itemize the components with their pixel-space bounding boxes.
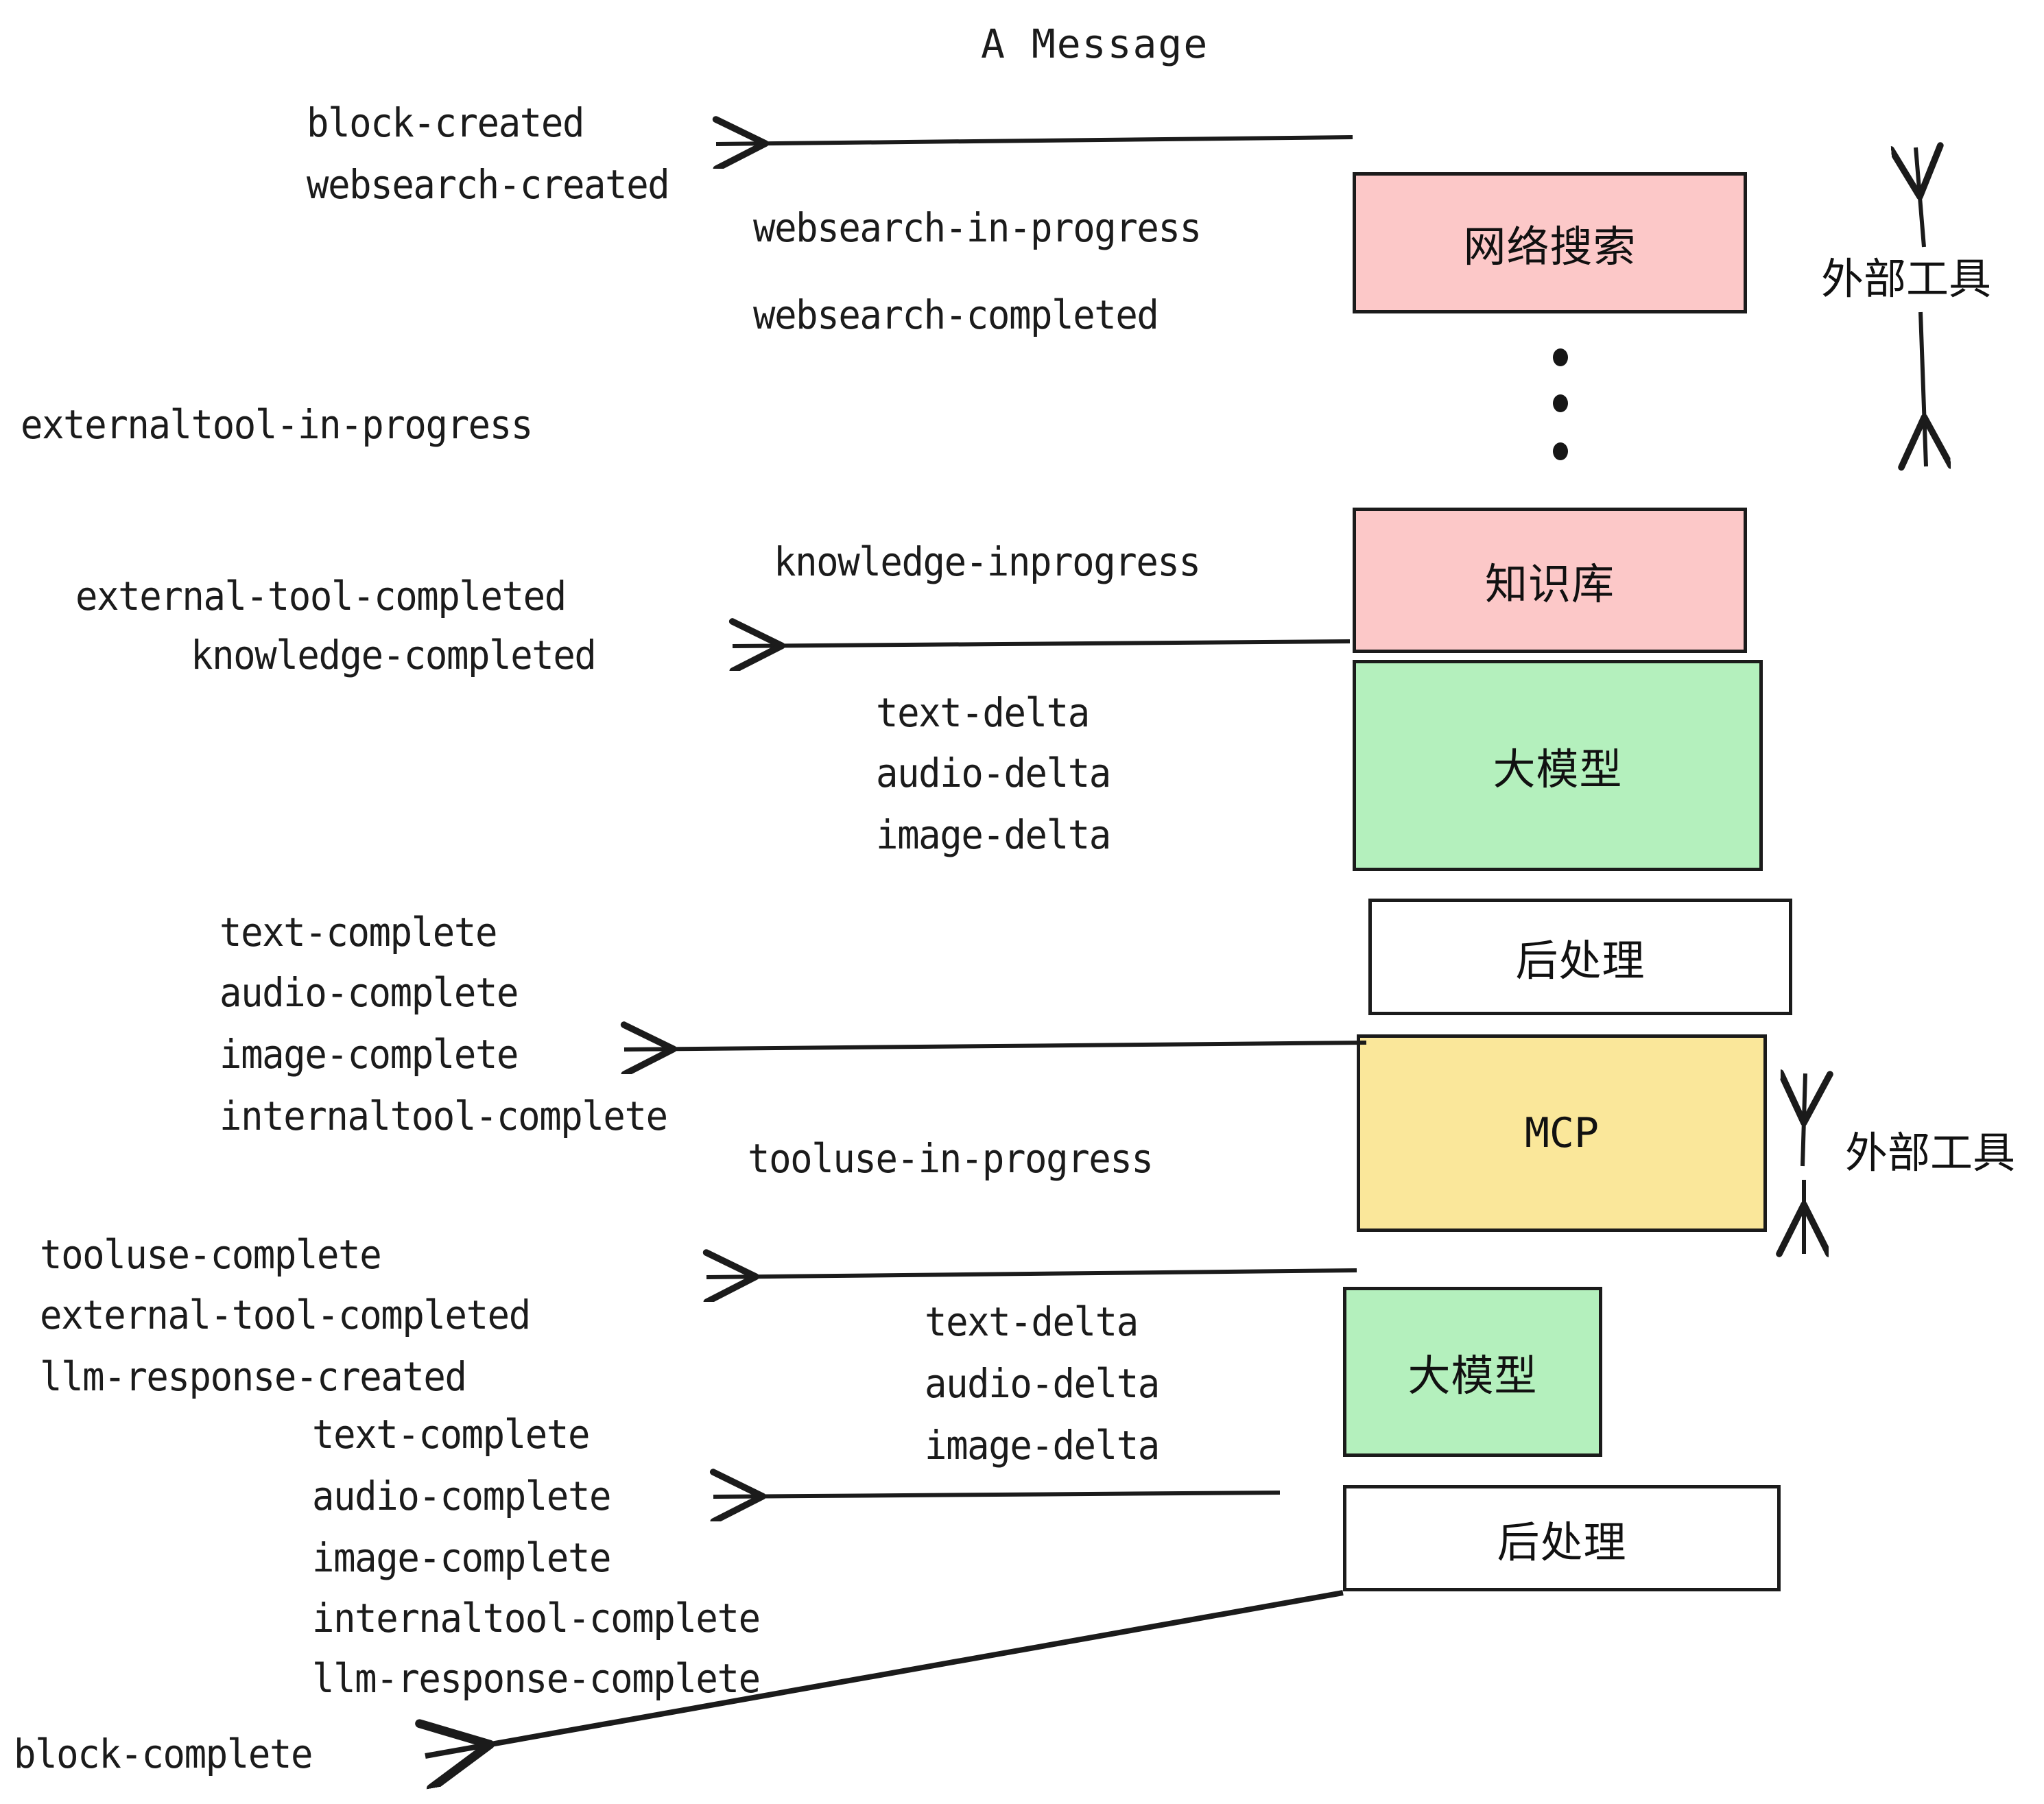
event-internaltool-complete-2: internaltool-complete [312, 1595, 761, 1641]
ellipsis-dot [1553, 348, 1568, 366]
event-audio-complete-1: audio-complete [219, 969, 519, 1016]
event-image-delta-2: image-delta [925, 1422, 1160, 1469]
event-external-tool-completed-1: external-tool-completed [75, 573, 567, 619]
event-image-delta-1: image-delta [876, 811, 1111, 858]
node-llm-1-label: 大模型 [1493, 744, 1623, 794]
arrow-websearch-to-created [716, 137, 1353, 144]
arrow-postprocess1-to-image-complete [624, 1043, 1367, 1049]
node-postprocess-2[interactable]: 后处理 [1343, 1485, 1781, 1591]
event-websearch-created: websearch-created [307, 161, 670, 208]
event-knowledge-completed: knowledge-completed [191, 632, 597, 678]
node-knowledge-label: 知识库 [1484, 559, 1615, 609]
arrow-external-tools-top-down [1921, 311, 1926, 466]
event-text-complete-2: text-complete [312, 1411, 590, 1458]
event-llm-response-created: llm-response-created [40, 1353, 467, 1400]
event-audio-delta-2: audio-delta [925, 1360, 1160, 1407]
event-image-complete-2: image-complete [312, 1534, 612, 1581]
node-mcp-label: MCP [1524, 1109, 1600, 1157]
node-knowledge[interactable]: 知识库 [1353, 508, 1747, 653]
arrow-mcp-to-tooluse-complete [706, 1270, 1357, 1277]
event-tooluse-complete: tooluse-complete [40, 1231, 382, 1278]
node-llm-1[interactable]: 大模型 [1353, 660, 1763, 871]
node-llm-2[interactable]: 大模型 [1343, 1287, 1602, 1457]
page-title: A Message [981, 21, 1209, 67]
side-label-external-tools-top: 外部工具 [1821, 254, 1992, 304]
event-websearch-in-progress: websearch-in-progress [753, 204, 1202, 251]
event-image-complete-1: image-complete [219, 1031, 519, 1078]
event-text-complete-1: text-complete [219, 909, 497, 956]
ellipsis-dot [1553, 394, 1568, 412]
arrow-llm2-to-audio-complete [713, 1493, 1281, 1497]
ellipsis-dot [1553, 442, 1568, 460]
event-block-complete: block-complete [14, 1731, 313, 1777]
node-websearch-label: 网络搜索 [1463, 222, 1637, 272]
node-postprocess-1[interactable]: 后处理 [1368, 899, 1792, 1015]
event-audio-delta-1: audio-delta [876, 750, 1111, 796]
event-externaltool-in-progress: externaltool-in-progress [21, 401, 533, 448]
node-postprocess-1-label: 后处理 [1515, 936, 1645, 986]
event-block-created: block-created [307, 99, 584, 146]
node-websearch[interactable]: 网络搜索 [1353, 172, 1747, 313]
event-audio-complete-2: audio-complete [312, 1473, 612, 1519]
event-tooluse-in-progress: tooluse-in-progress [748, 1135, 1154, 1182]
arrow-external-tools-bottom-up [1803, 1073, 1805, 1167]
node-llm-2-label: 大模型 [1407, 1351, 1538, 1401]
arrow-external-tools-top-up [1916, 147, 1924, 248]
event-external-tool-completed-2: external-tool-completed [40, 1292, 531, 1338]
event-knowledge-inprogress: knowledge-inprogress [774, 538, 1201, 585]
node-mcp[interactable]: MCP [1357, 1034, 1767, 1232]
event-text-delta-2: text-delta [925, 1298, 1139, 1345]
event-websearch-completed: websearch-completed [753, 292, 1159, 338]
node-postprocess-2-label: 后处理 [1497, 1517, 1627, 1567]
side-label-external-tools-bottom: 外部工具 [1845, 1128, 2016, 1178]
event-text-delta-1: text-delta [876, 689, 1090, 736]
event-internaltool-complete-1: internaltool-complete [219, 1093, 668, 1139]
event-llm-response-complete: llm-response-complete [312, 1655, 761, 1702]
arrow-knowledge-to-completed [733, 641, 1351, 646]
